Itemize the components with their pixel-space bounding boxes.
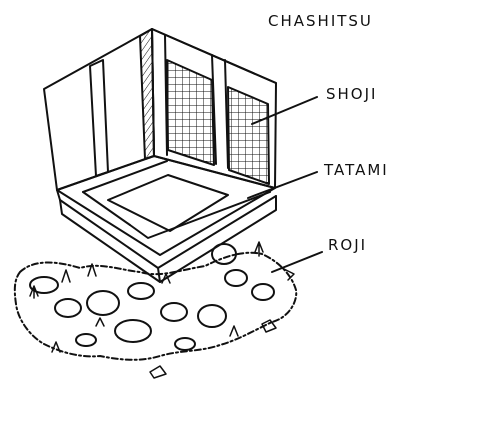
tatami-leader-line bbox=[248, 172, 317, 198]
grass-tufts bbox=[30, 242, 294, 378]
label-tatami: TATAMI bbox=[324, 161, 389, 179]
roji-garden-path bbox=[15, 253, 296, 360]
diagram-title: CHASHITSU bbox=[268, 12, 373, 30]
shoji-screen-right bbox=[228, 87, 269, 184]
left-wall bbox=[44, 29, 154, 190]
stepping-stones bbox=[30, 244, 274, 350]
label-shoji: SHOJI bbox=[326, 85, 378, 103]
shoji-screen-left bbox=[167, 60, 214, 165]
shoji-leader-line bbox=[252, 97, 317, 124]
label-roji: ROJI bbox=[328, 236, 368, 254]
roji-leader-line bbox=[272, 252, 322, 272]
